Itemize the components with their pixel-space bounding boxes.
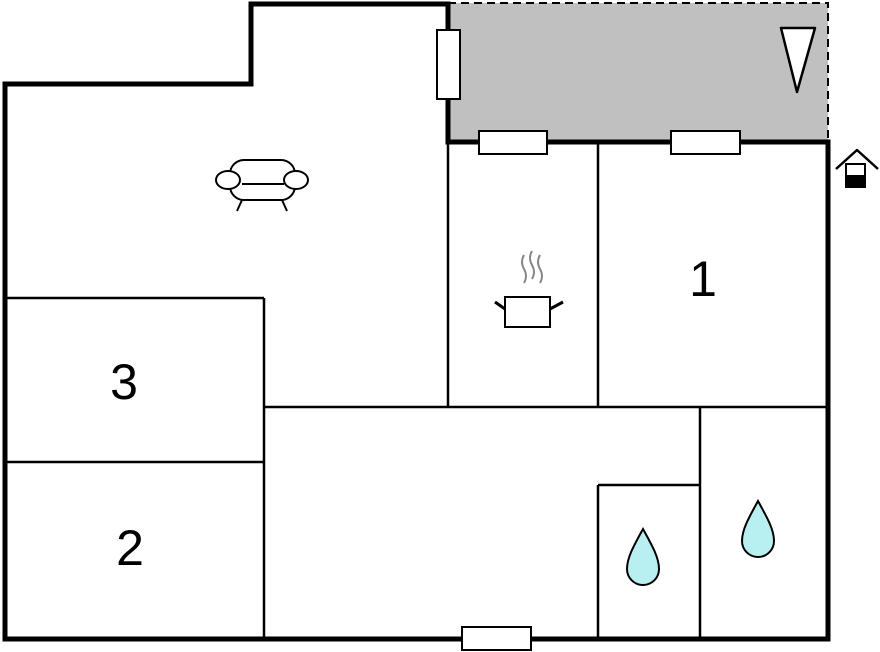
triangle-icon [779, 26, 817, 94]
window [670, 130, 741, 155]
terrace [448, 2, 829, 142]
room-label-1: 1 [689, 251, 717, 307]
window [461, 626, 532, 651]
house-entrance-icon [835, 148, 879, 188]
window [436, 29, 461, 100]
window [478, 130, 548, 155]
water-drop-icon [740, 498, 776, 558]
sofa-icon [215, 159, 309, 212]
interior-walls [5, 142, 828, 639]
room-label-2: 2 [116, 520, 144, 576]
room-label-3: 3 [110, 354, 138, 410]
water-drop-icon [625, 526, 661, 586]
cooking-pot-icon [494, 250, 564, 328]
windows [436, 29, 741, 651]
